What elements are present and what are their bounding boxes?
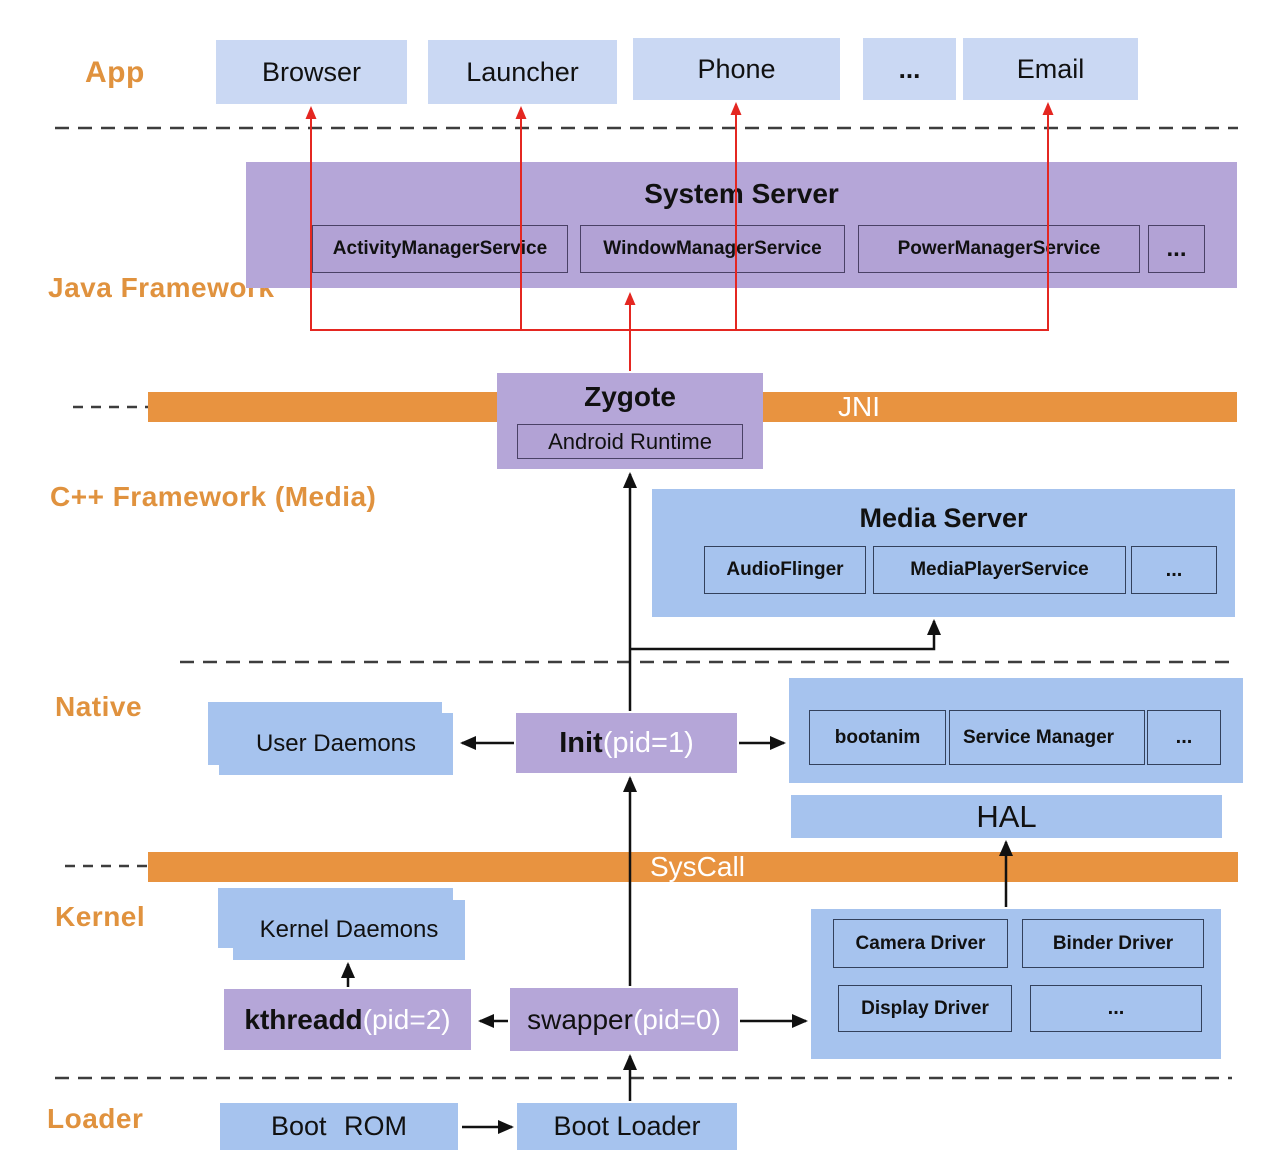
media-mediaplayerservice: MediaPlayerService (873, 546, 1126, 594)
kthreadd-name: kthreadd (244, 1003, 363, 1035)
syscall-band (148, 852, 1238, 882)
android-runtime-box: Android Runtime (517, 424, 743, 459)
hal-box: HAL (791, 795, 1222, 838)
app-box-browser: Browser (216, 40, 407, 104)
layer-label-kernel: Kernel (55, 901, 146, 932)
service-activity-manager: ActivityManagerService (312, 225, 568, 273)
layer-label-app: App (85, 56, 145, 89)
media-audioflinger: AudioFlinger (704, 546, 866, 594)
media-ellipsis: ... (1131, 546, 1217, 594)
layer-label-java-framework: Java Framework (48, 272, 275, 303)
user-daemons-box: User Daemons (219, 713, 453, 775)
layer-label-loader: Loader (47, 1103, 144, 1134)
init-box: Init(pid=1) (516, 713, 737, 773)
media-server-title: Media Server (859, 503, 1028, 533)
init-pid: (pid=1) (602, 726, 694, 759)
syscall-band-label: SysCall (650, 851, 745, 882)
app-box-phone: Phone (633, 38, 840, 100)
service-window-manager: WindowManagerService (580, 225, 845, 273)
zygote-title: Zygote (584, 381, 676, 412)
native-bootanim: bootanim (809, 710, 946, 765)
driver-camera: Camera Driver (833, 919, 1008, 968)
boot-rom-box: Boot ROM (220, 1103, 458, 1150)
system-server-title: System Server (644, 178, 839, 209)
swapper-pid: (pid=0) (632, 1003, 721, 1035)
app-box-launcher: Launcher (428, 40, 617, 104)
init-name: Init (559, 726, 603, 759)
driver-binder: Binder Driver (1022, 919, 1204, 968)
kthreadd-box: kthreadd(pid=2) (224, 989, 471, 1050)
app-box-ellipsis: ... (863, 38, 956, 100)
app-box-email: Email (963, 38, 1138, 100)
service-ellipsis: ... (1148, 225, 1205, 273)
swapper-name: swapper (527, 1003, 633, 1035)
kernel-daemons-box: Kernel Daemons (233, 900, 465, 960)
service-power-manager: PowerManagerService (858, 225, 1140, 273)
native-service-manager: Service Manager (949, 710, 1145, 765)
layer-label-cpp-framework: C++ Framework (Media) (50, 481, 377, 512)
kthreadd-pid: (pid=2) (362, 1003, 451, 1035)
layer-label-native: Native (55, 691, 143, 722)
driver-display: Display Driver (838, 985, 1012, 1032)
native-ellipsis: ... (1147, 710, 1221, 765)
swapper-box: swapper(pid=0) (510, 988, 738, 1051)
jni-band-label: JNI (838, 391, 880, 422)
arrow-init-to-media-server (630, 619, 941, 651)
driver-ellipsis: ... (1030, 985, 1202, 1032)
boot-loader-box: Boot Loader (517, 1103, 737, 1150)
